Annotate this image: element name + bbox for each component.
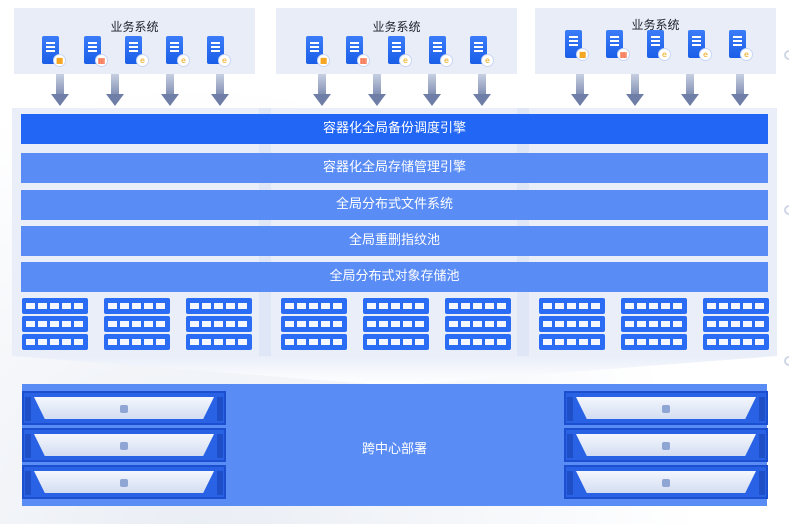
- storage-rack-icon: [539, 298, 605, 350]
- layer-backup-scheduler: 容器化全局备份调度引擎: [21, 114, 768, 144]
- server-icon: e: [429, 36, 453, 70]
- server-icon: e: [207, 36, 231, 70]
- business-group-title: 业务系统: [631, 18, 680, 32]
- server-icon: e: [688, 30, 712, 64]
- rack-server-icon: [22, 391, 226, 425]
- business-group-title: 业务系统: [372, 20, 421, 34]
- folder-icon: ■: [576, 48, 589, 61]
- server-list: ■ ▦ e e e: [276, 36, 517, 76]
- down-arrow-icon: [51, 74, 69, 108]
- storage-rack-icon: [186, 298, 252, 350]
- server-icon: e: [470, 36, 494, 70]
- ie-icon: e: [440, 54, 453, 67]
- layer-object-storage: 全局分布式对象存储池: [21, 262, 768, 292]
- ie-icon: e: [136, 54, 149, 67]
- down-arrow-icon: [368, 74, 386, 108]
- ie-icon: e: [399, 54, 412, 67]
- layer-storage-manager: 容器化全局存储管理引擎: [21, 153, 768, 183]
- down-arrow-icon: [626, 74, 644, 108]
- server-icon: ■: [42, 36, 66, 70]
- storage-rack-icon: [363, 298, 429, 350]
- ie-icon: e: [218, 54, 231, 67]
- ie-icon: e: [740, 48, 753, 61]
- down-arrow-icon: [313, 74, 331, 108]
- down-arrow-icon: [161, 74, 179, 108]
- down-arrow-icon: [731, 74, 749, 108]
- storage-rack-icon: [104, 298, 170, 350]
- rack-server-icon: [564, 391, 768, 425]
- storage-rack-icon: [621, 298, 687, 350]
- windows-icon: ▦: [357, 54, 370, 67]
- server-icon: e: [647, 30, 671, 64]
- storage-rack-icon: [281, 298, 347, 350]
- edge-decoration: [784, 205, 789, 215]
- storage-rack-icon: [445, 298, 511, 350]
- storage-rack-icon: [22, 298, 88, 350]
- folder-icon: ■: [317, 54, 330, 67]
- layer-distributed-fs: 全局分布式文件系统: [21, 190, 768, 220]
- edge-decoration: [784, 356, 789, 366]
- server-icon: e: [166, 36, 190, 70]
- rack-server-icon: [22, 465, 226, 499]
- rack-server-icon: [22, 428, 226, 462]
- ie-icon: e: [658, 48, 671, 61]
- server-icon: e: [729, 30, 753, 64]
- server-icon: e: [125, 36, 149, 70]
- windows-icon: ▦: [95, 54, 108, 67]
- down-arrow-icon: [211, 74, 229, 108]
- server-icon: ▦: [606, 30, 630, 64]
- server-icon: ■: [306, 36, 330, 70]
- rack-server-icon: [564, 465, 768, 499]
- storage-rack-icon: [703, 298, 769, 350]
- business-group-3: 业务系统 ■ ▦ e e e: [535, 8, 776, 74]
- ie-icon: e: [177, 54, 190, 67]
- down-arrow-icon: [106, 74, 124, 108]
- business-group-title: 业务系统: [110, 20, 159, 34]
- folder-icon: ■: [53, 54, 66, 67]
- windows-icon: ▦: [617, 48, 630, 61]
- ie-icon: e: [481, 54, 494, 67]
- down-arrow-icon: [681, 74, 699, 108]
- deployment-label: 跨中心部署: [361, 442, 427, 457]
- business-group-1: 业务系统 ■ ▦ e e e: [14, 8, 255, 74]
- business-group-2: 业务系统 ■ ▦ e e e: [276, 8, 517, 74]
- down-arrow-icon: [423, 74, 441, 108]
- server-icon: ▦: [346, 36, 370, 70]
- server-icon: ■: [565, 30, 589, 64]
- server-list: ■ ▦ e e e: [14, 36, 255, 76]
- down-arrow-icon: [571, 74, 589, 108]
- down-arrow-icon: [473, 74, 491, 108]
- server-icon: ▦: [84, 36, 108, 70]
- edge-decoration: [784, 50, 789, 60]
- rack-server-icon: [564, 428, 768, 462]
- ie-icon: e: [699, 48, 712, 61]
- layer-dedup-pool: 全局重删指纹池: [21, 226, 768, 256]
- server-icon: e: [388, 36, 412, 70]
- server-list: ■ ▦ e e e: [535, 30, 776, 70]
